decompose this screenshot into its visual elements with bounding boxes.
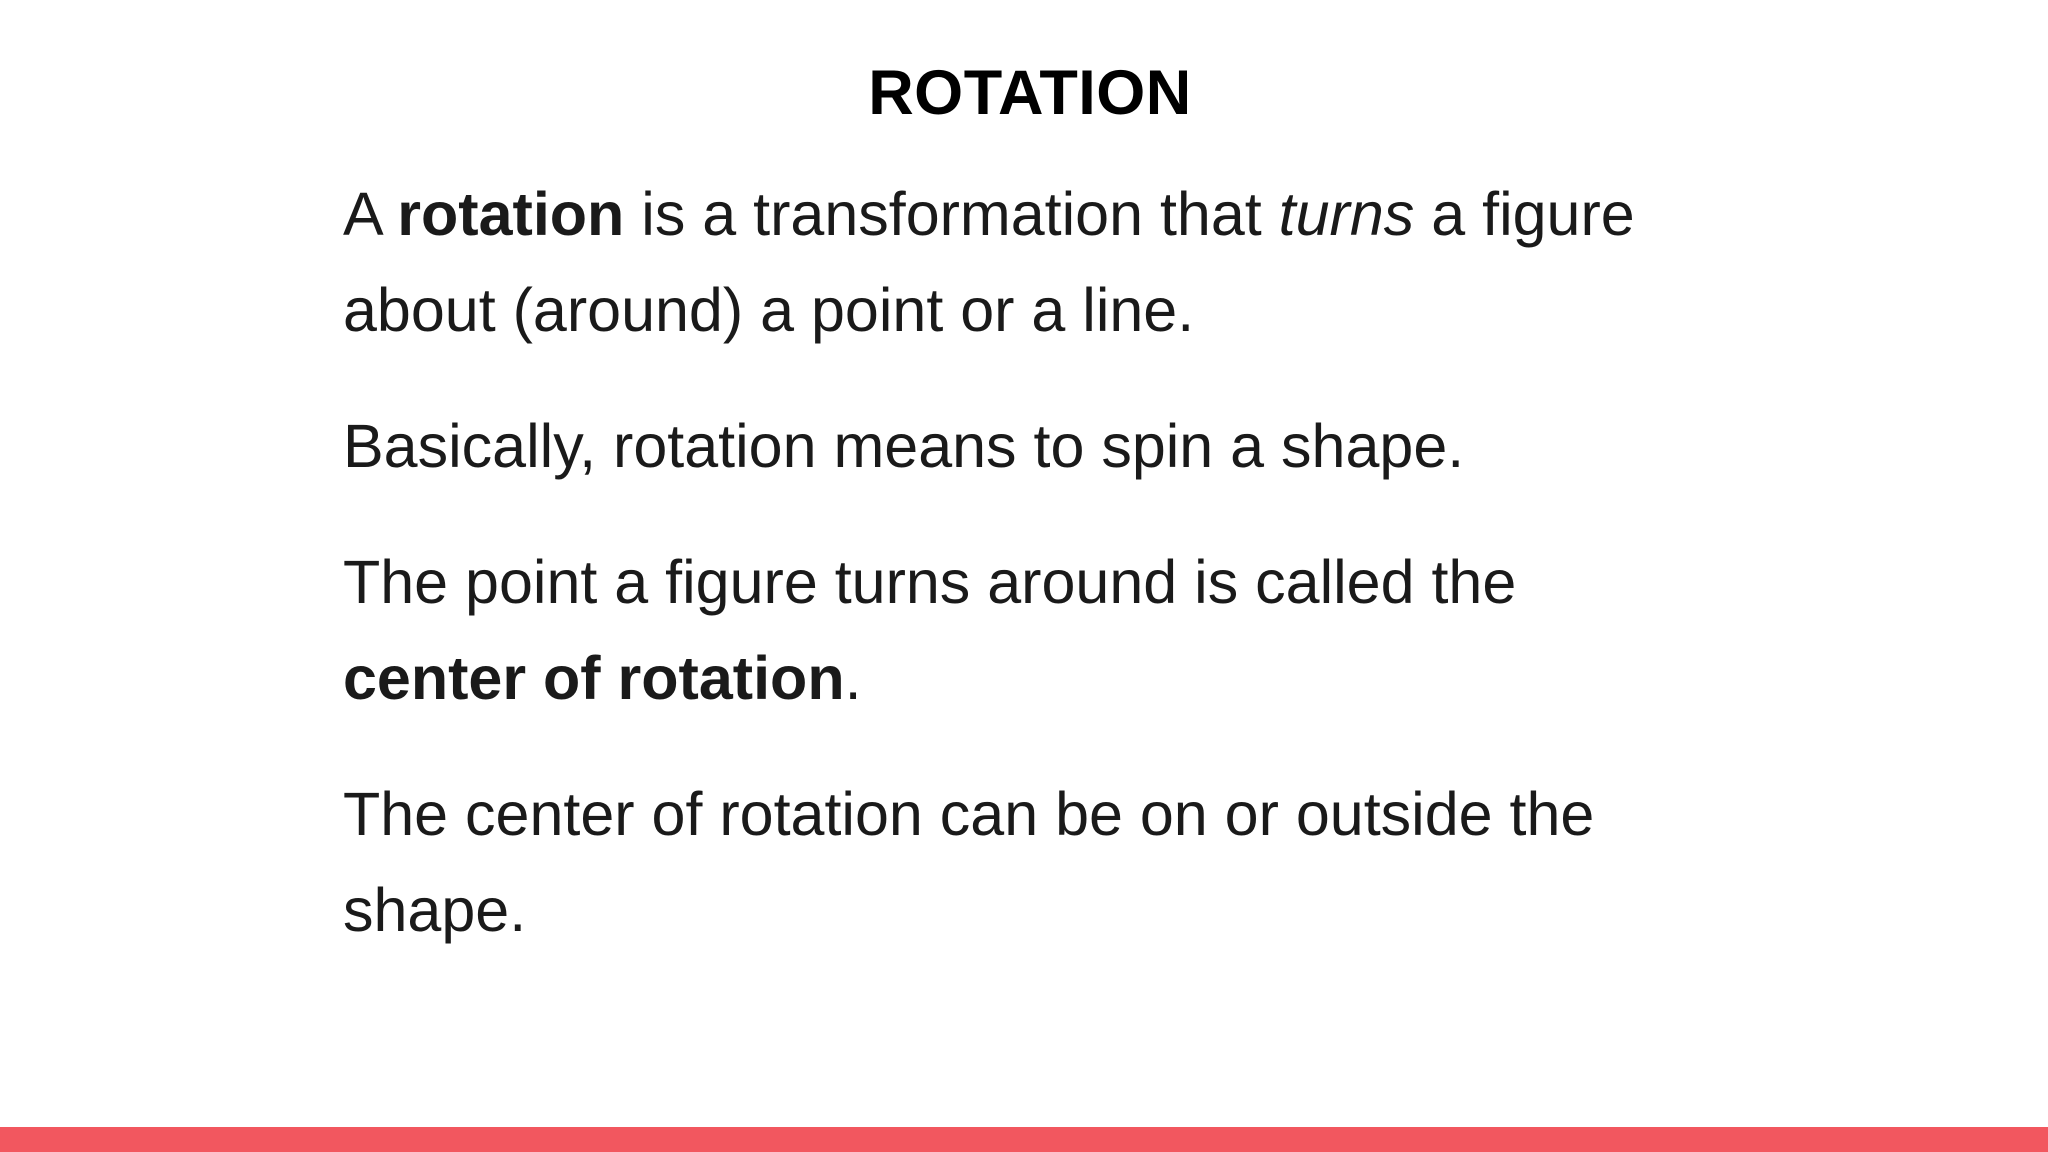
paragraph-1-segment-5: a figure about (around) a point or a lin… bbox=[343, 180, 1635, 344]
page-title: ROTATION bbox=[868, 58, 1192, 128]
paragraph-1-bold-rotation: rotation bbox=[397, 180, 625, 248]
bottom-accent-bar bbox=[0, 1127, 2048, 1152]
paragraph-center-location: The center of rotation can be on or outs… bbox=[343, 766, 1653, 958]
paragraph-1-italic-turns: turns bbox=[1278, 180, 1415, 248]
paragraph-4-segment-1: The center of rotation can be on or outs… bbox=[343, 780, 1595, 944]
paragraph-3-segment-1: The point a figure turns around is calle… bbox=[343, 548, 1517, 616]
paragraph-definition: A rotation is a transformation that turn… bbox=[343, 166, 1743, 358]
paragraph-2-segment-1: Basically, rotation means to spin a shap… bbox=[343, 412, 1465, 480]
paragraph-3-segment-3: . bbox=[844, 644, 862, 712]
slide-body: A rotation is a transformation that turn… bbox=[343, 166, 1763, 958]
paragraph-basically: Basically, rotation means to spin a shap… bbox=[343, 398, 1743, 494]
paragraph-3-bold-center-of-rotation: center of rotation bbox=[343, 644, 845, 712]
paragraph-center-of-rotation: The point a figure turns around is calle… bbox=[343, 534, 1673, 726]
paragraph-1-segment-3: is a transformation that bbox=[624, 180, 1279, 248]
paragraph-1-segment-1: A bbox=[343, 180, 398, 248]
